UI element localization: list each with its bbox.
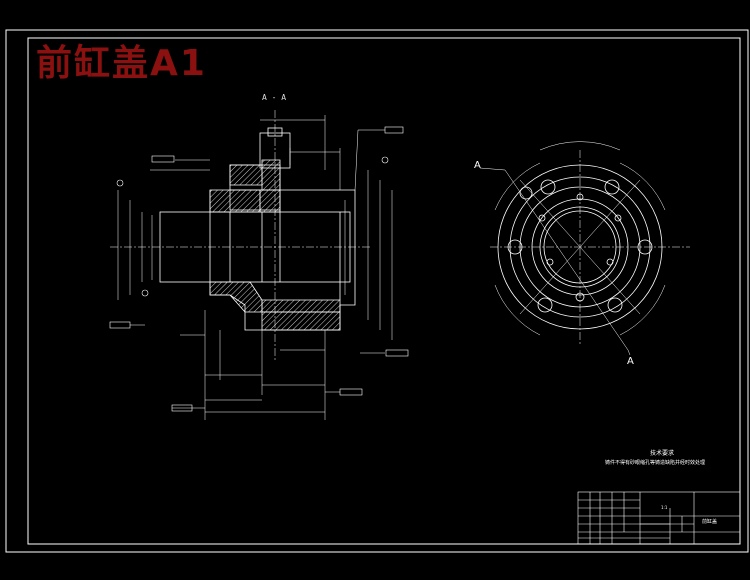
view-letter-bottom: A bbox=[627, 356, 634, 367]
tech-requirements-heading: 技术要求 bbox=[650, 450, 675, 457]
section-label: A - A bbox=[262, 93, 287, 102]
tech-requirements-text: 铸件不得有砂眼缩孔等铸造缺陷并经时效处理 bbox=[605, 460, 706, 466]
front-view-centerlines bbox=[479, 141, 690, 356]
title-block bbox=[577, 491, 741, 545]
title-block-scale: 1:1 bbox=[661, 505, 668, 510]
callout-boxes bbox=[109, 126, 409, 412]
view-letter-top: A bbox=[474, 160, 481, 171]
section-view bbox=[159, 127, 356, 331]
title-block-part-name: 前缸盖 bbox=[702, 519, 718, 525]
inner-border bbox=[27, 37, 741, 545]
drawing-title: 前缸盖A1 bbox=[36, 43, 207, 84]
outer-border bbox=[5, 29, 749, 553]
section-dimensions bbox=[110, 110, 393, 420]
